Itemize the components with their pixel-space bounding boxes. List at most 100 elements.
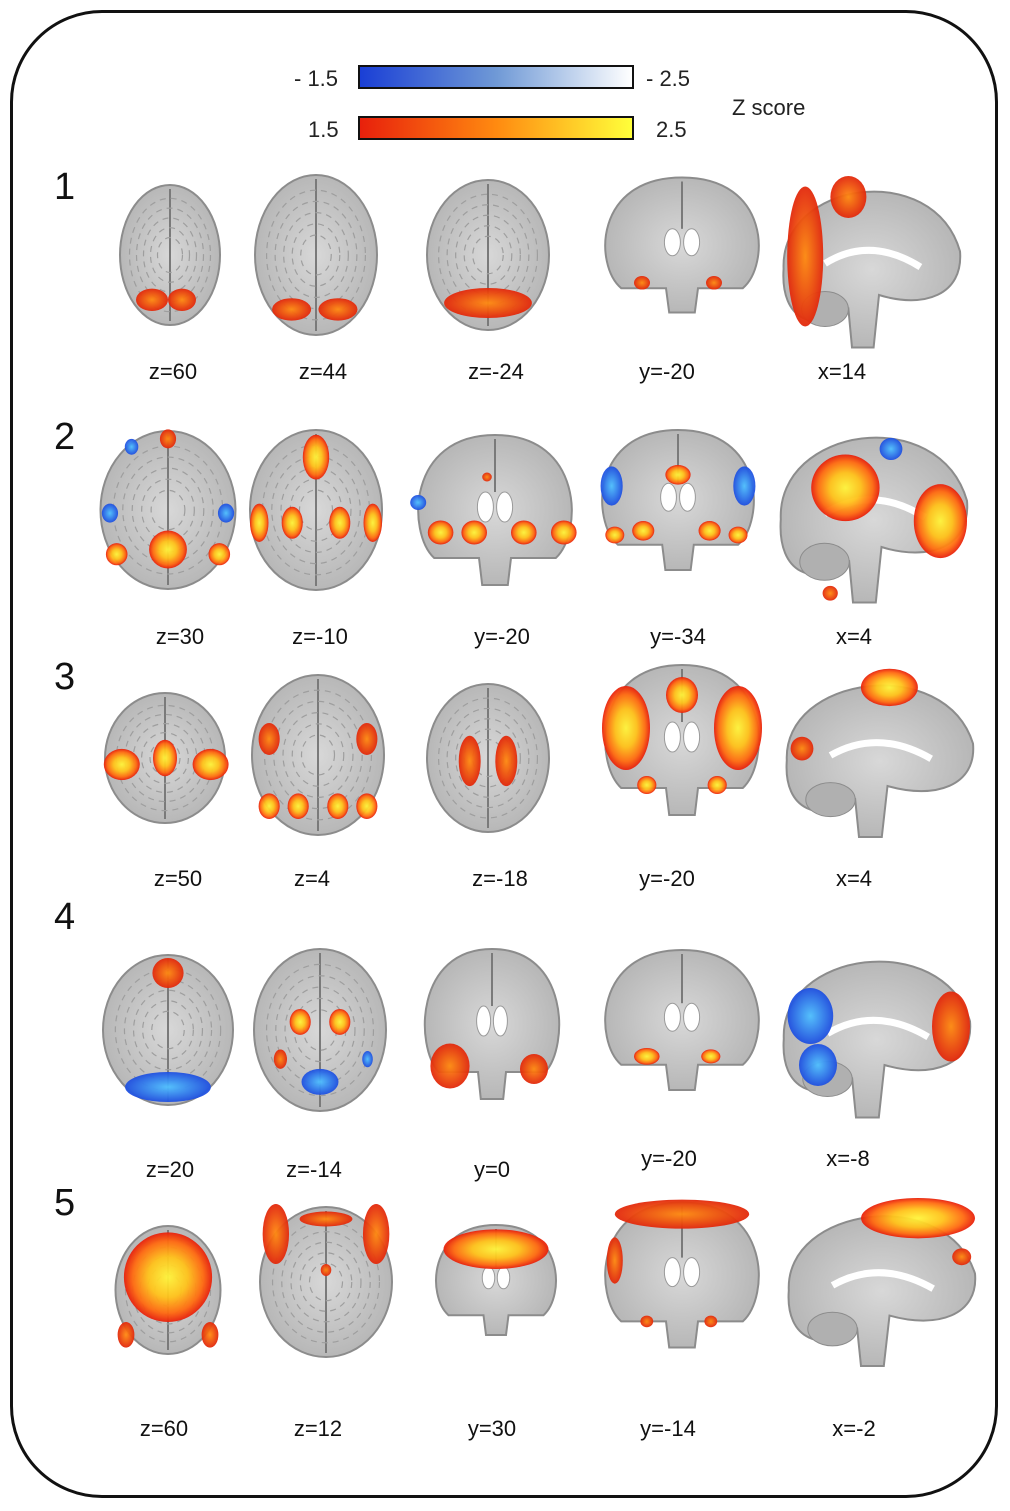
positive-activation-cluster (790, 736, 814, 761)
positive-activation-cluster (495, 735, 518, 787)
colorbar-negative (358, 65, 634, 89)
positive-activation-cluster (272, 298, 312, 321)
ventricle (679, 482, 696, 512)
positive-activation-cluster (318, 298, 358, 321)
brain-slice-axial (426, 683, 550, 833)
negative-activation-cluster (362, 1051, 373, 1068)
brain-slice-coronal (602, 663, 762, 816)
gyrus-contour (142, 1000, 194, 1060)
slice-coordinate: y=-20 (639, 359, 695, 384)
row-number: 4 (54, 896, 76, 938)
slice-coordinate: x=14 (817, 359, 867, 384)
ventricle (683, 721, 701, 753)
negative-activation-cluster (410, 495, 427, 510)
positive-activation-cluster (356, 793, 378, 819)
slice-coordinate: z=60 (148, 359, 198, 384)
gyrus-contour (149, 227, 191, 283)
gyrus-contour (300, 234, 332, 276)
colorbar-positive-low-label: 1.5 (308, 117, 339, 142)
positive-activation-cluster (123, 1232, 213, 1322)
gyrus-contour (446, 707, 530, 809)
positive-activation-cluster (201, 1322, 219, 1348)
positive-activation-cluster (168, 288, 196, 311)
slice-coordinate: x=4 (835, 866, 873, 891)
positive-activation-cluster (105, 543, 128, 566)
positive-activation-cluster (461, 520, 488, 545)
positive-activation-cluster (363, 503, 383, 542)
slice-coordinate: z=-10 (292, 624, 348, 649)
slice-coordinate: z=-24 (468, 359, 524, 384)
positive-activation-cluster (430, 1043, 470, 1089)
ventricle (663, 228, 681, 257)
gyrus-contour (282, 711, 354, 798)
gyrus-contour (280, 467, 352, 554)
gyrus-contour (463, 225, 513, 285)
positive-activation-cluster (830, 176, 867, 218)
brain-outline (785, 684, 975, 838)
slice-coordinate: x=4 (835, 624, 873, 649)
brain-slice-axial (114, 1225, 222, 1355)
positive-activation-cluster (666, 677, 698, 713)
brain-slice-coronal (600, 428, 756, 571)
brain-slice-axial (254, 174, 378, 336)
colorbar-positive (358, 116, 634, 140)
brain-slice-axial (249, 429, 383, 591)
positive-activation-cluster (714, 686, 762, 770)
gyrus-contour (283, 212, 349, 299)
gyrus-contour (128, 197, 212, 313)
positive-activation-cluster (701, 1049, 721, 1064)
positive-activation-cluster (149, 530, 187, 569)
gyrus-contour (437, 697, 539, 819)
gyrus-contour (156, 236, 184, 274)
slice-coordinate: z=60 (139, 1416, 189, 1441)
gyrus-contour (132, 989, 204, 1071)
positive-activation-cluster (136, 288, 168, 311)
gyrus-contour (151, 1010, 185, 1050)
slice-coordinate: y=-34 (650, 624, 706, 649)
negative-activation-cluster (124, 438, 139, 455)
ventricle (663, 1257, 681, 1288)
brain-slice-coronal (410, 433, 577, 586)
negative-activation-cluster (879, 437, 903, 461)
cerebellum (807, 1311, 858, 1347)
gyrus-contour (142, 217, 198, 293)
positive-activation-cluster (614, 1199, 750, 1229)
slice-coordinate: z=20 (145, 1157, 195, 1182)
colorbar-title: Z score (732, 95, 806, 120)
positive-activation-cluster (249, 503, 269, 542)
negative-activation-cluster (217, 503, 235, 523)
negative-activation-cluster (799, 1044, 837, 1086)
brain-slice-sagittal (782, 960, 972, 1119)
positive-activation-cluster (605, 526, 625, 544)
positive-activation-cluster (273, 1049, 287, 1069)
gyrus-contour (265, 963, 375, 1097)
gyrus-contour (300, 734, 336, 776)
cerebellum (799, 542, 850, 581)
positive-activation-cluster (444, 288, 532, 318)
positive-activation-cluster (281, 506, 303, 539)
row-number: 1 (54, 166, 76, 208)
brain-outline (787, 1215, 977, 1367)
slice-coordinate: z=4 (293, 866, 331, 891)
brain-slice-axial (426, 179, 550, 331)
positive-activation-cluster (327, 793, 349, 819)
corpus-callosum (830, 1269, 935, 1292)
ventricle (663, 1002, 681, 1032)
gyrus-contour (291, 723, 345, 787)
gyrus-contour (472, 235, 504, 275)
slice-coordinate: z=30 (155, 624, 205, 649)
positive-activation-cluster (262, 1204, 290, 1264)
slice-coordinate: y=30 (467, 1416, 517, 1441)
positive-activation-cluster (665, 465, 691, 485)
positive-activation-cluster (698, 521, 721, 541)
corpus-callosum (825, 1016, 930, 1041)
positive-activation-cluster (159, 429, 177, 449)
ventricle (683, 1257, 701, 1288)
cerebellum (805, 782, 856, 818)
positive-activation-cluster (932, 991, 970, 1062)
positive-activation-cluster (329, 506, 351, 539)
positive-activation-cluster (861, 1198, 975, 1239)
slice-coordinate: y=-20 (639, 866, 695, 891)
slice-coordinate: z=-14 (286, 1157, 342, 1182)
positive-activation-cluster (362, 1204, 390, 1264)
